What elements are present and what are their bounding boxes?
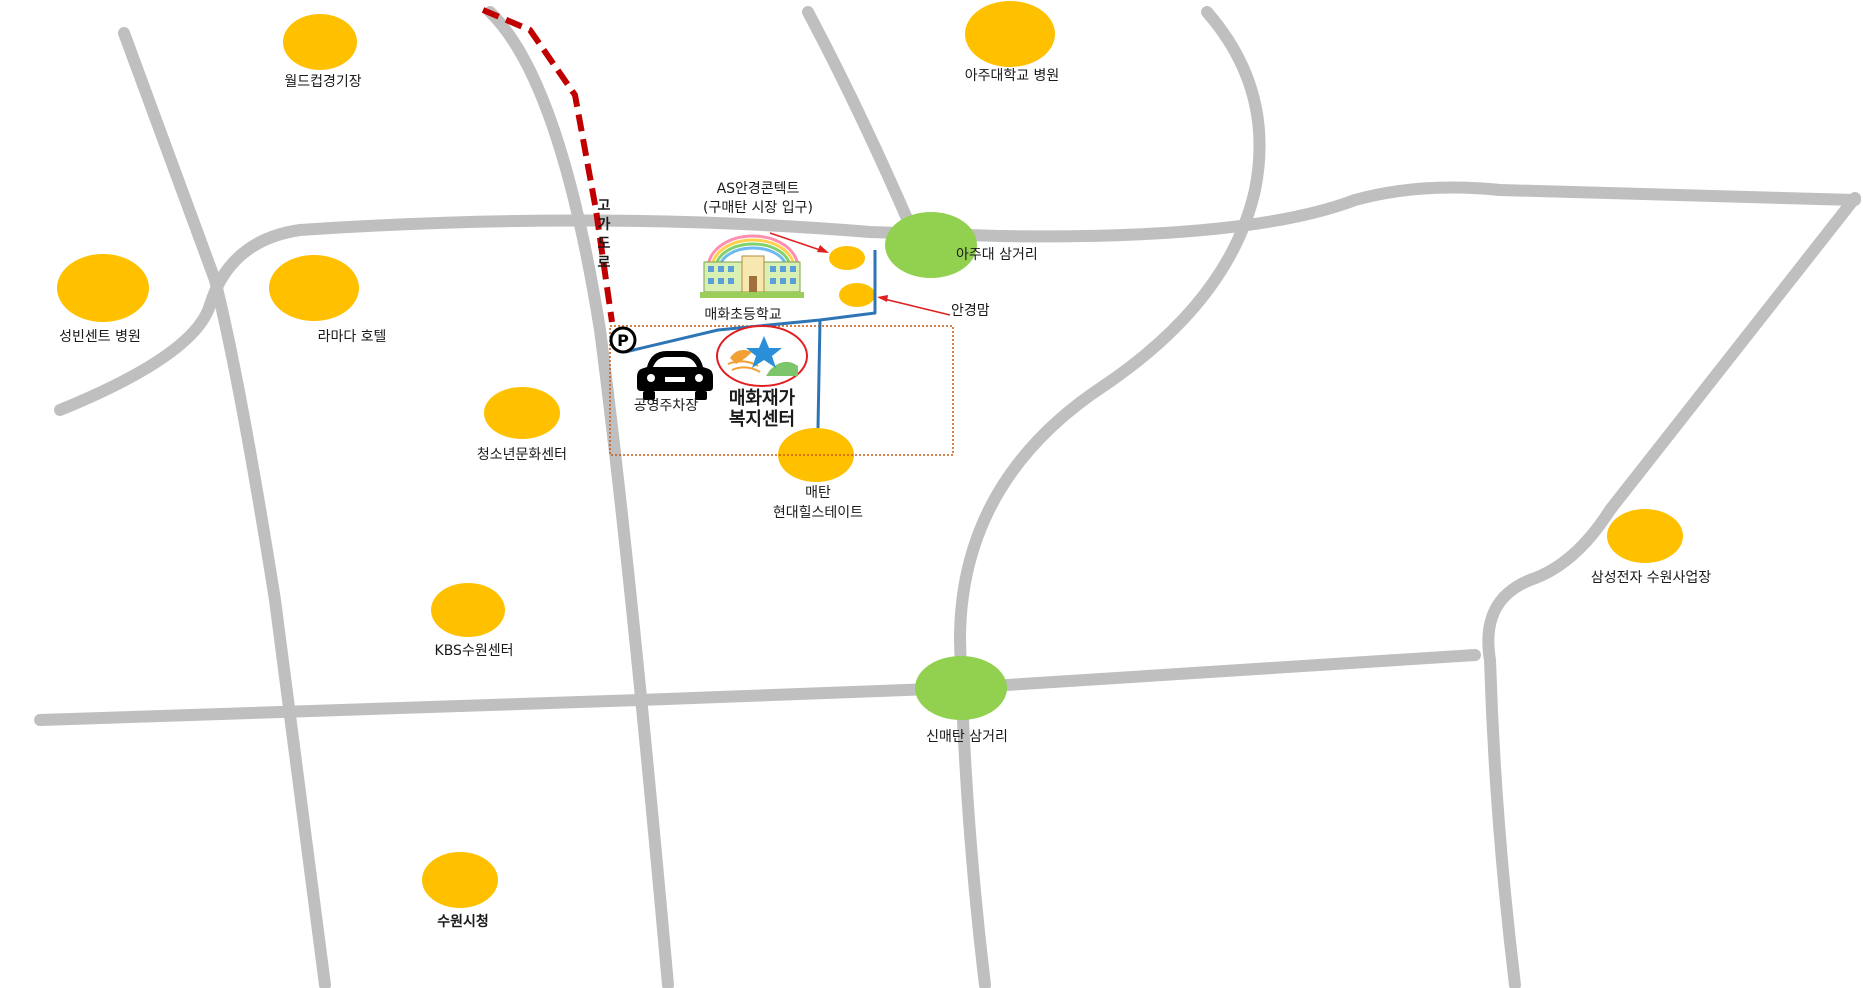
overpass-char: 도	[598, 236, 611, 252]
label-city-hall: 수원시청	[437, 914, 489, 930]
intersection-marker-ajou	[885, 212, 977, 278]
intersection-marker-sinmaetan	[915, 656, 1007, 720]
landmark-marker-worldcup	[283, 14, 357, 70]
label-optician-line1: AS안경콘텍트	[717, 181, 800, 197]
road-ne-diagonal	[1482, 192, 1861, 988]
road-east-curve	[954, 6, 1266, 988]
label-youth-center: 청소년문화센터	[477, 447, 567, 463]
label-sungvincent: 성빈센트 병원	[59, 329, 141, 345]
road-north-main	[54, 181, 1861, 416]
arrow-head-optician	[817, 245, 829, 253]
landmark-markers	[57, 1, 1683, 908]
label-optician-line2: (구매탄 시장 입구)	[703, 200, 813, 216]
landmark-marker-city-hall	[422, 852, 498, 908]
overpass-label: 고 가 도 로	[598, 198, 611, 271]
landmark-marker-youth-center	[484, 387, 560, 439]
arrow-eyeglass-mom	[879, 297, 951, 316]
road-south-main	[34, 649, 1481, 726]
label-sinmaetan-intersection: 신매탄 삼거리	[926, 729, 1008, 745]
label-school: 매화초등학교	[704, 307, 781, 323]
car-icon	[637, 351, 713, 400]
road-network	[34, 6, 1861, 988]
label-worldcup: 월드컵경기장	[284, 74, 361, 90]
landmark-marker-kbs	[431, 583, 505, 637]
overpass-char: 고	[598, 198, 611, 214]
label-samsung: 삼성전자 수원사업장	[1591, 570, 1711, 586]
overpass-char: 가	[598, 217, 611, 233]
label-ajou-hospital: 아주대학교 병원	[965, 68, 1060, 84]
overpass-road	[481, 7, 615, 323]
label-hyundai-line1: 매탄	[805, 485, 831, 501]
landmark-marker-ajou-hospital	[965, 1, 1055, 67]
road-main-vertical	[484, 6, 674, 988]
parking-sign-letter: P	[617, 331, 629, 350]
label-center-line2: 복지센터	[729, 409, 795, 430]
map-labels: 월드컵경기장 아주대학교 병원 AS안경콘텍트 (구매탄 시장 입구) 아주대 …	[59, 68, 1711, 930]
label-ajou-intersection: 아주대 삼거리	[956, 247, 1038, 263]
landmark-marker-sungvincent	[57, 254, 149, 322]
label-eyeglass-mom: 안경맘	[951, 303, 990, 319]
arrow-head-eyeglass-mom	[877, 295, 888, 302]
label-hyundai-line2: 현대힐스테이트	[773, 505, 863, 521]
road-west-diagonal	[118, 27, 331, 988]
landmark-marker-eyeglass-mom	[839, 283, 875, 307]
label-center-line1: 매화재가	[729, 388, 796, 409]
landmark-marker-samsung	[1607, 509, 1683, 563]
landmark-marker-optician	[829, 246, 865, 270]
label-parking: 공영주차장	[634, 398, 699, 414]
landmark-marker-ramada	[269, 255, 359, 321]
school-building-icon	[700, 234, 804, 298]
pointer-arrows	[769, 232, 951, 316]
road-ajou-north	[802, 6, 918, 236]
arrow-optician	[769, 232, 827, 253]
star-logo-icon	[716, 325, 808, 387]
route-path	[624, 250, 877, 429]
parking-sign: P	[609, 326, 637, 354]
label-ramada: 라마다 호텔	[318, 329, 387, 345]
label-kbs: KBS수원센터	[435, 643, 514, 659]
overpass-char: 로	[598, 255, 611, 271]
